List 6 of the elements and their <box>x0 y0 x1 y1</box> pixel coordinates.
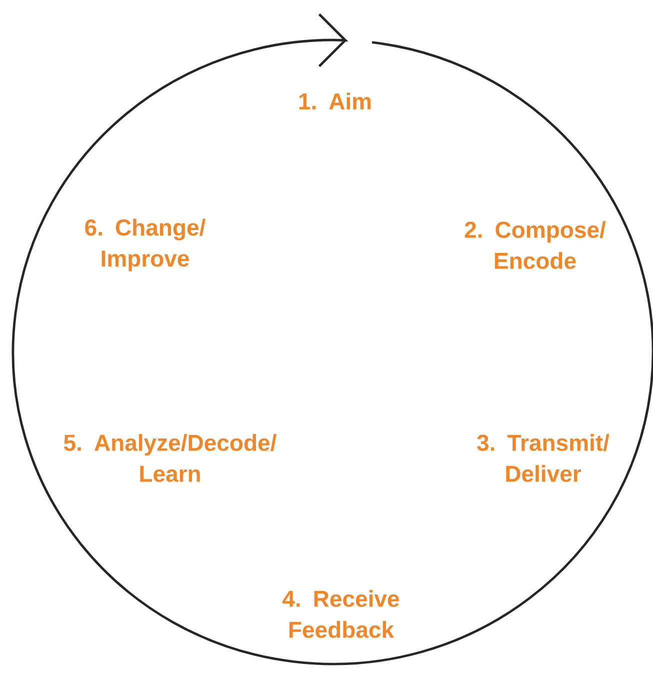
step-label: 5. Analyze/Decode/ Learn <box>64 434 276 482</box>
step-label: 6. Change/ Improve <box>85 218 206 272</box>
step-label: 1. Aim <box>299 92 371 110</box>
step-label: 4. Receive Feedback <box>282 590 399 638</box>
step-label: 2. Compose/ Encode <box>464 221 606 269</box>
step-label: 3. Transmit/ Deliver <box>477 434 610 482</box>
